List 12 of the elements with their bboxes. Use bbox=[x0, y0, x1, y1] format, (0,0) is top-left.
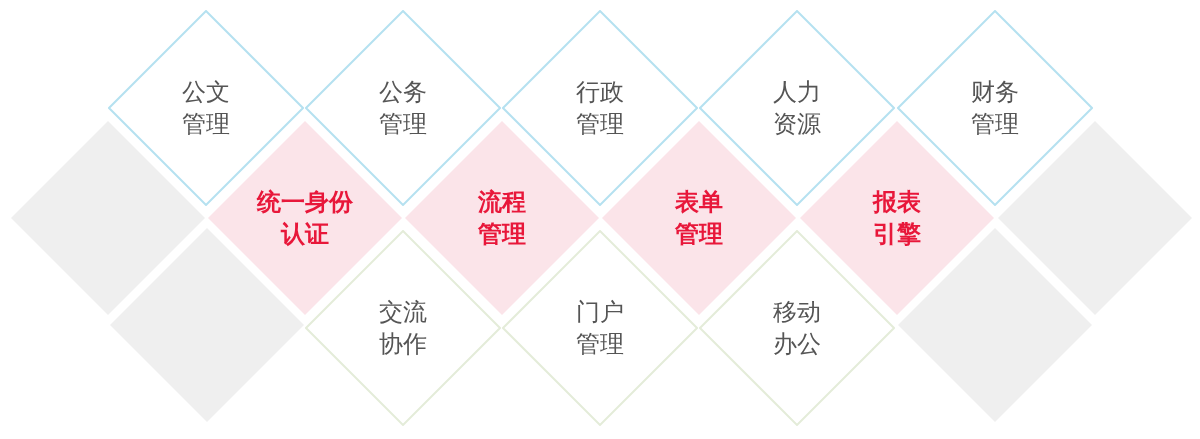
tile-label: 交流协作 bbox=[378, 297, 428, 360]
tile-label: 财务管理 bbox=[970, 77, 1020, 140]
tile-label: 统一身份认证 bbox=[255, 187, 354, 250]
tile-label: 门户管理 bbox=[575, 297, 625, 360]
tile-label: 报表引擎 bbox=[871, 187, 922, 250]
tile-label: 移动办公 bbox=[772, 297, 822, 360]
tile-label: 行政管理 bbox=[575, 77, 625, 140]
tile-label: 流程管理 bbox=[477, 187, 527, 250]
tile-label: 人力资源 bbox=[772, 77, 822, 140]
tile-label: 公务管理 bbox=[378, 77, 428, 140]
tile-label: 公文管理 bbox=[181, 77, 231, 140]
tile-label: 表单管理 bbox=[674, 187, 724, 250]
